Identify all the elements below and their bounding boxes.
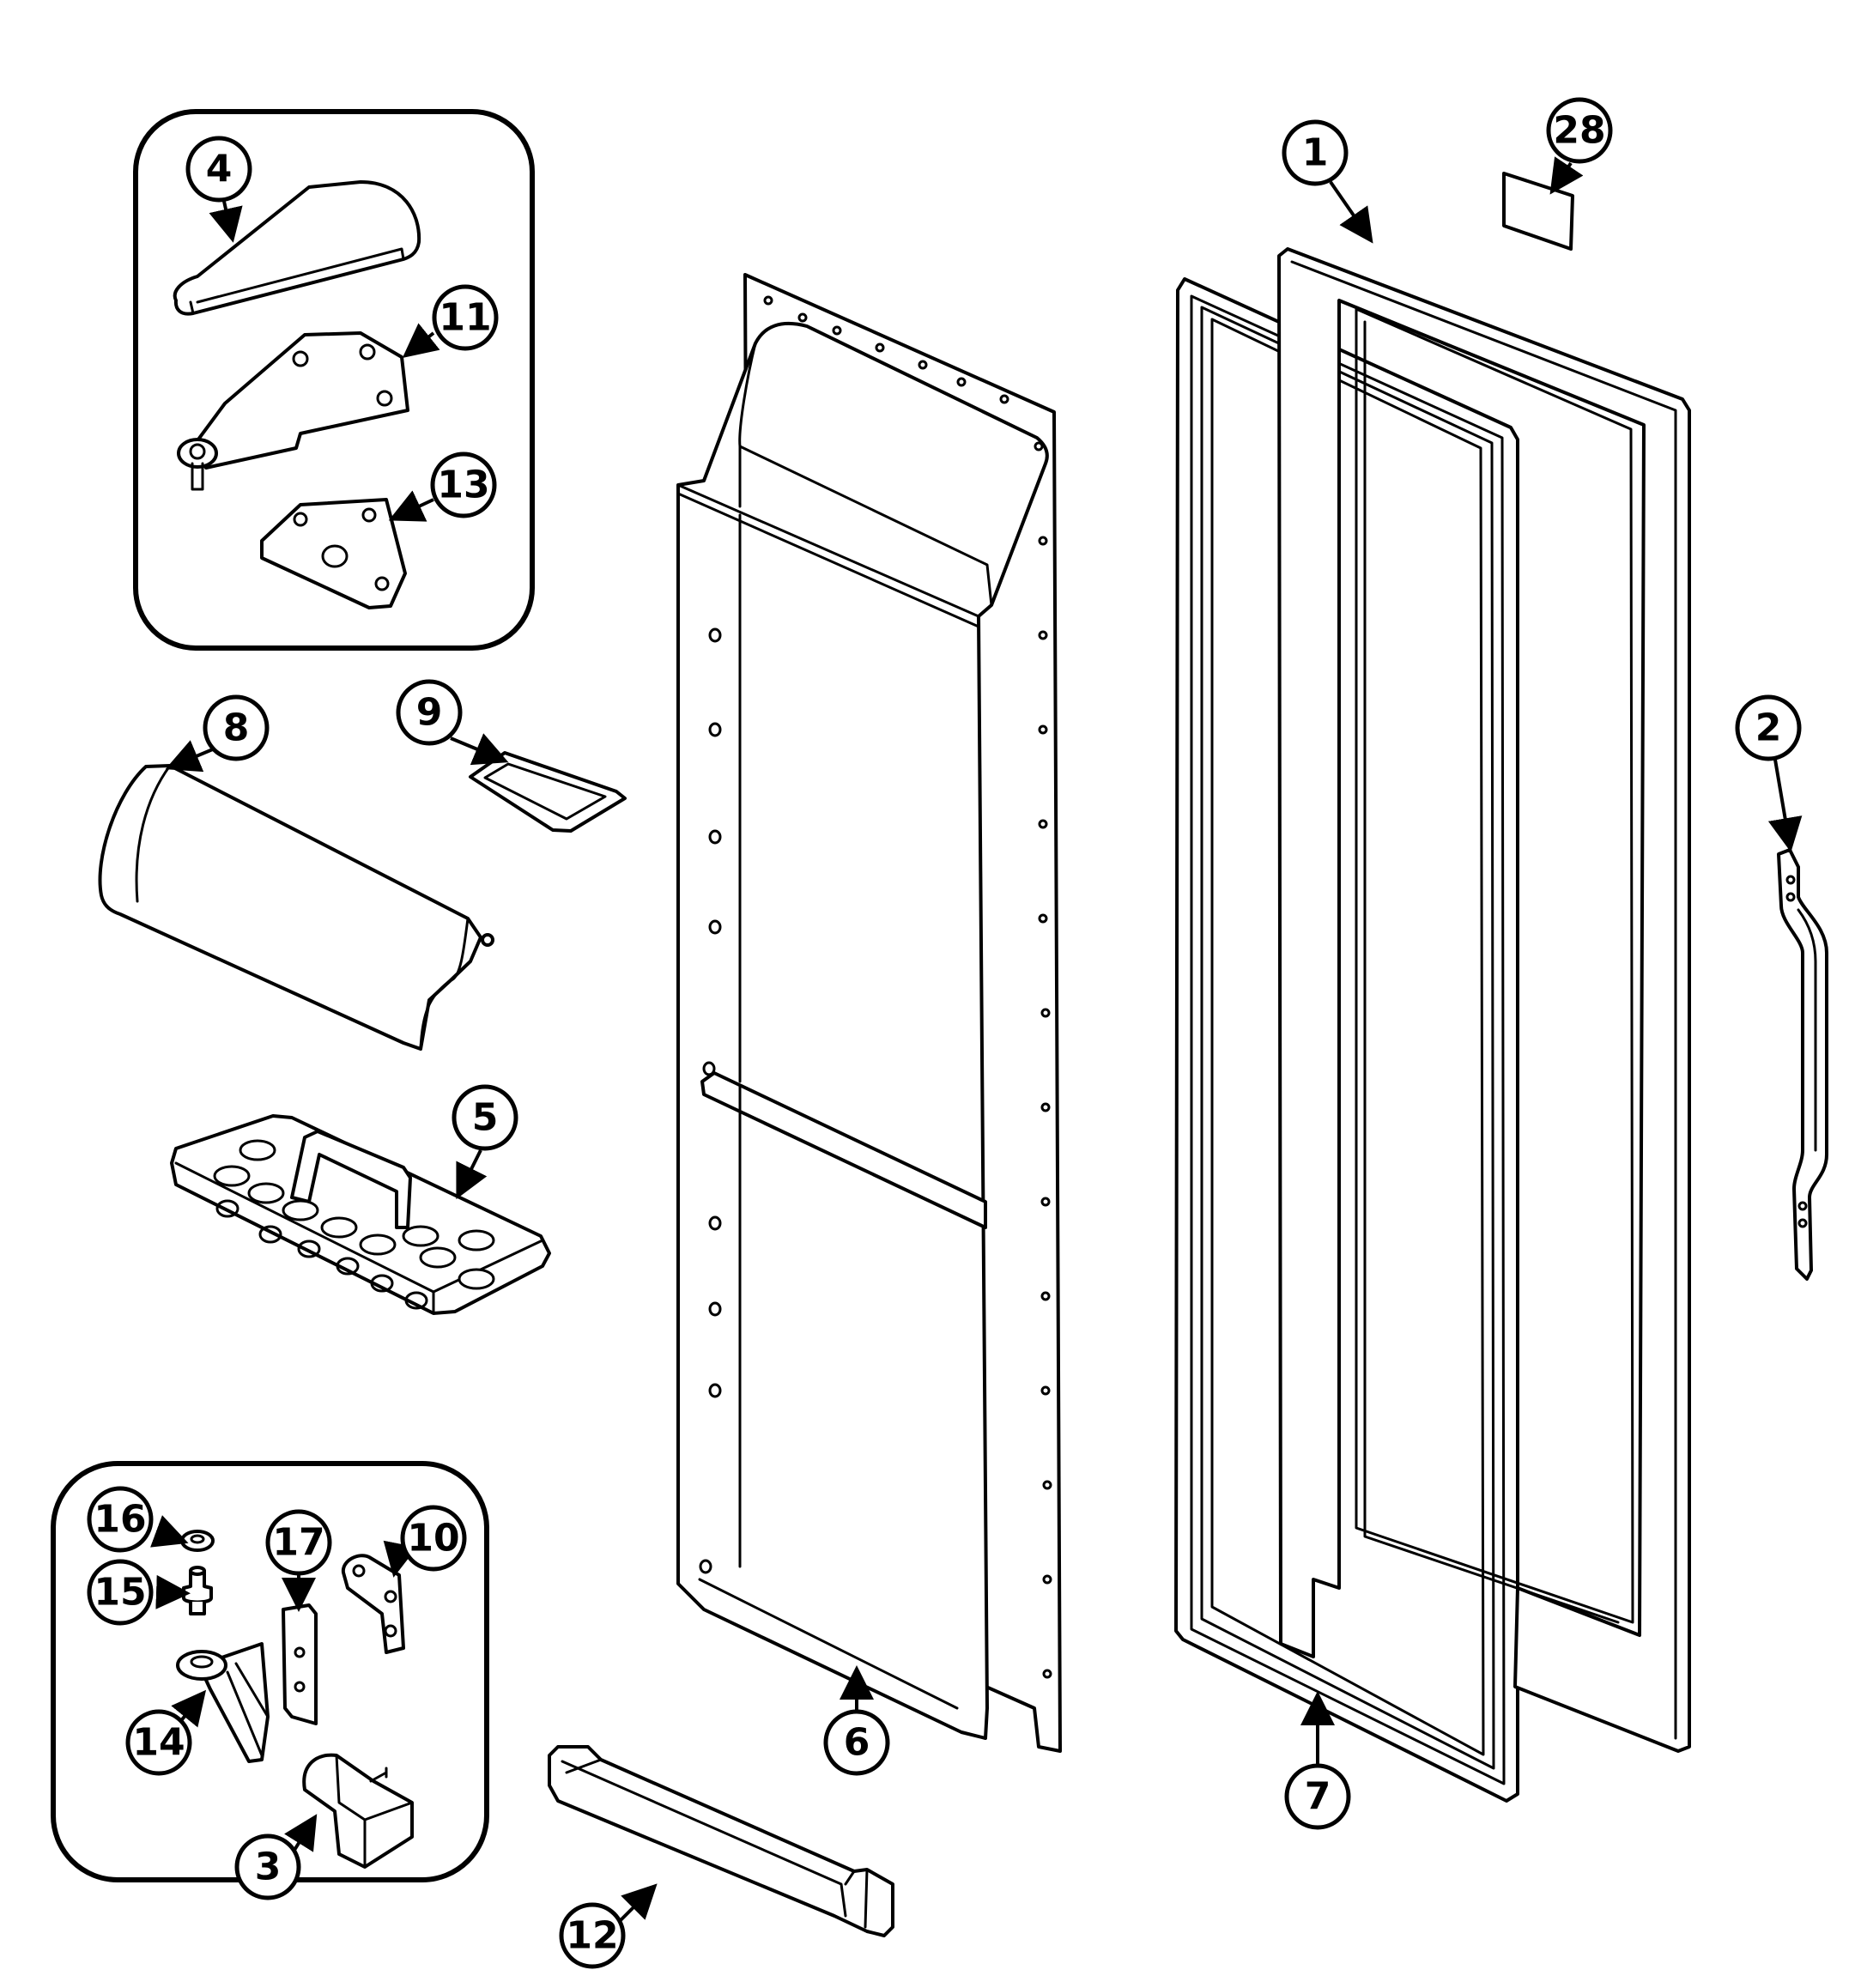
part-13-hinge-plate bbox=[260, 498, 407, 609]
callout-2: 2 bbox=[1735, 694, 1802, 761]
part-16-washer bbox=[180, 1530, 215, 1552]
callout-12-label: 12 bbox=[566, 1914, 618, 1958]
callout-8-label: 8 bbox=[223, 706, 250, 750]
part-7-door-gasket bbox=[1174, 277, 1519, 1803]
part-12-door-shelf bbox=[548, 1745, 894, 1937]
callout-1: 1 bbox=[1282, 119, 1349, 186]
part-1-door-panel bbox=[1277, 247, 1691, 1753]
callout-7: 7 bbox=[1284, 1763, 1351, 1830]
callout-28: 28 bbox=[1546, 97, 1613, 164]
callout-12: 12 bbox=[559, 1902, 626, 1969]
part-5-egg-tray bbox=[170, 1114, 551, 1315]
callout-3: 3 bbox=[234, 1833, 301, 1900]
callout-11: 11 bbox=[432, 284, 499, 351]
part-17-strip bbox=[282, 1603, 318, 1725]
part-15-pin bbox=[182, 1566, 213, 1615]
callout-13: 13 bbox=[430, 452, 497, 518]
callout-28-label: 28 bbox=[1553, 109, 1605, 153]
callout-8: 8 bbox=[203, 694, 270, 761]
callout-14-label: 14 bbox=[132, 1721, 185, 1765]
callout-4-label: 4 bbox=[206, 148, 233, 191]
callout-14: 14 bbox=[125, 1709, 192, 1776]
callout-10-label: 10 bbox=[407, 1517, 459, 1561]
liner-flange-holes bbox=[763, 295, 1052, 1679]
callout-10: 10 bbox=[400, 1505, 467, 1572]
callout-17-label: 17 bbox=[272, 1521, 324, 1565]
callout-5-label: 5 bbox=[472, 1096, 499, 1140]
callout-7-label: 7 bbox=[1305, 1775, 1331, 1819]
callout-4: 4 bbox=[185, 136, 252, 203]
callout-16-label: 16 bbox=[94, 1498, 146, 1542]
part-3-bracket bbox=[302, 1753, 414, 1869]
callout-3-label: 3 bbox=[255, 1846, 282, 1889]
callout-16: 16 bbox=[87, 1486, 154, 1553]
part-28-label bbox=[1502, 172, 1574, 251]
egg-cup-bottoms bbox=[215, 1199, 428, 1310]
part-10-hinge-pin-bracket bbox=[341, 1554, 405, 1654]
callout-6-label: 6 bbox=[844, 1721, 870, 1765]
part-14-hinge-bracket bbox=[176, 1642, 270, 1763]
leader-lines bbox=[150, 156, 1803, 1924]
part-2-handle bbox=[1777, 848, 1828, 1281]
part-6-door-liner bbox=[676, 273, 1062, 1753]
part-4-hinge-cover bbox=[173, 180, 421, 316]
callout-15: 15 bbox=[87, 1559, 154, 1626]
part-11-upper-hinge bbox=[177, 331, 409, 491]
part-9-tray bbox=[469, 751, 627, 833]
hinge-parts-inset-frame bbox=[133, 109, 535, 651]
callout-17: 17 bbox=[265, 1509, 332, 1576]
callout-1-label: 1 bbox=[1302, 131, 1329, 175]
liner-side-holes bbox=[699, 627, 722, 1574]
callout-13-label: 13 bbox=[437, 464, 489, 507]
callout-9-label: 9 bbox=[416, 691, 443, 735]
callout-2-label: 2 bbox=[1755, 706, 1782, 750]
callout-9: 9 bbox=[396, 679, 463, 746]
callout-5: 5 bbox=[452, 1084, 518, 1151]
part-8-dairy-door bbox=[98, 764, 494, 1051]
callout-15-label: 15 bbox=[94, 1571, 146, 1615]
callout-11-label: 11 bbox=[439, 296, 491, 340]
egg-cups bbox=[213, 1139, 495, 1290]
callout-6: 6 bbox=[823, 1709, 890, 1776]
